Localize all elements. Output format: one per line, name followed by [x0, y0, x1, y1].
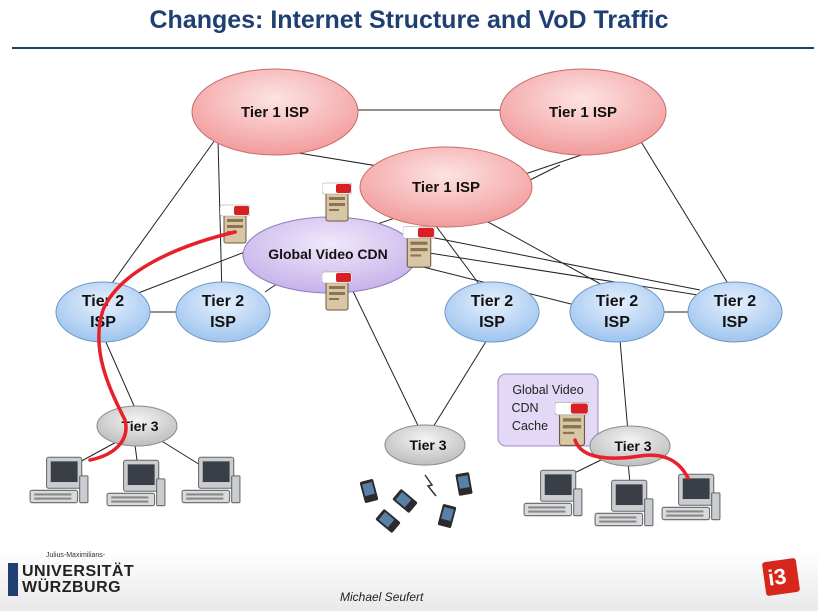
university-logo-bar	[8, 563, 18, 596]
phone-icon	[455, 471, 473, 497]
phone-icon	[392, 488, 418, 514]
tier1-isp-center: Tier 1 ISP	[359, 146, 533, 228]
youtube-server-icon	[220, 204, 250, 244]
tier1-isp-left: Tier 1 ISP	[191, 68, 359, 156]
university-small-text: Julius-Maximilians-	[46, 552, 106, 559]
page-title: Changes: Internet Structure and VoD Traf…	[149, 6, 669, 34]
global-video-cdn: Global Video CDN	[242, 216, 418, 294]
university-line2: WÜRZBURG	[22, 579, 122, 596]
tier3-center: Tier 3	[384, 424, 466, 466]
youtube-server-icon	[403, 226, 435, 268]
cdn-label: Global Video CDN	[268, 246, 388, 262]
youtube-server-icon	[322, 271, 352, 311]
tier2-c-line2: ISP	[479, 314, 505, 331]
tier2-c-line1: Tier 2	[471, 293, 514, 310]
tier1-isp-center-label: Tier 1 ISP	[412, 179, 480, 196]
tier2-isp-b: Tier 2 ISP	[175, 281, 271, 343]
wireless-icon	[424, 474, 437, 497]
traffic-path-cache	[573, 438, 690, 480]
tier2-e-line1: Tier 2	[714, 293, 757, 310]
tier2-a-line2: ISP	[90, 314, 116, 331]
university-line1: UNIVERSITÄT	[22, 563, 135, 580]
tier2-isp-d: Tier 2 ISP	[569, 281, 665, 343]
tier2-e-line2: ISP	[722, 314, 748, 331]
footer-bar	[0, 550, 818, 611]
tier3-right: Tier 3	[589, 425, 671, 467]
phone-icon	[437, 503, 457, 529]
computer-icon	[181, 456, 241, 504]
author-name: Michael Seufert	[340, 590, 424, 604]
youtube-server-icon	[555, 401, 589, 446]
traffic-path-cdn	[88, 230, 237, 462]
tier3-right-label: Tier 3	[614, 438, 651, 454]
tier3-center-label: Tier 3	[409, 437, 446, 453]
phone-icon	[375, 508, 401, 534]
tier2-a-line1: Tier 2	[82, 293, 125, 310]
tier1-isp-right: Tier 1 ISP	[499, 68, 667, 156]
cdn-cache-line2: CDN	[511, 401, 538, 415]
tier2-d-line1: Tier 2	[596, 293, 639, 310]
youtube-server-icon	[322, 182, 352, 222]
tier2-b-line2: ISP	[210, 314, 236, 331]
title-divider	[12, 47, 814, 49]
university-logo: Julius-Maximilians- UNIVERSITÄT WÜRZBURG	[6, 552, 136, 602]
computer-icon	[523, 469, 583, 517]
computer-icon	[661, 473, 721, 521]
tier3-left-label: Tier 3	[121, 418, 158, 434]
computer-icon	[29, 456, 89, 504]
phone-icon	[359, 478, 379, 504]
computer-icon	[594, 479, 654, 527]
tier2-b-line1: Tier 2	[202, 293, 245, 310]
i3-logo-text: i3	[766, 563, 788, 591]
tier3-left: Tier 3	[96, 405, 178, 447]
mobile-devices	[359, 471, 473, 534]
i3-logo: i3	[761, 557, 801, 597]
cdn-cache-line1: Global Video	[512, 383, 583, 397]
tier1-isp-right-label: Tier 1 ISP	[549, 104, 617, 121]
cdn-cache-line3: Cache	[512, 419, 548, 433]
tier2-isp-c: Tier 2 ISP	[444, 281, 540, 343]
computer-icon	[106, 459, 166, 507]
tier2-d-line2: ISP	[604, 314, 630, 331]
tier2-isp-e: Tier 2 ISP	[687, 281, 783, 343]
network-diagram: Tier 1 ISP Tier 1 ISP Global Video CDN T…	[29, 68, 783, 534]
tier1-isp-left-label: Tier 1 ISP	[241, 104, 309, 121]
